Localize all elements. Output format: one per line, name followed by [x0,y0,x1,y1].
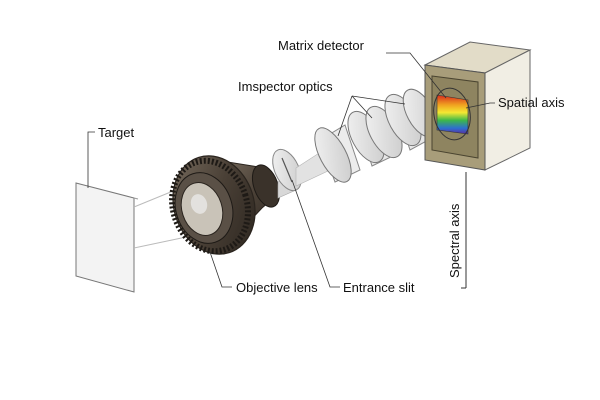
matrix-detector-box [423,41,532,171]
label-imspector-optics: Imspector optics [238,79,333,94]
label-matrix-detector: Matrix detector [278,38,365,53]
label-objective-lens: Objective lens [236,280,318,295]
label-target: Target [98,125,135,140]
label-spectral-axis: Spectral axis [447,203,462,278]
label-entrance-slit: Entrance slit [343,280,415,295]
target-plate [75,182,139,293]
imspector-optics [314,88,438,183]
spectral-image [436,94,469,135]
entrance-slit [272,148,302,192]
label-spatial-axis: Spatial axis [498,95,565,110]
leader-lines [87,52,495,288]
objective-lens [169,155,284,255]
